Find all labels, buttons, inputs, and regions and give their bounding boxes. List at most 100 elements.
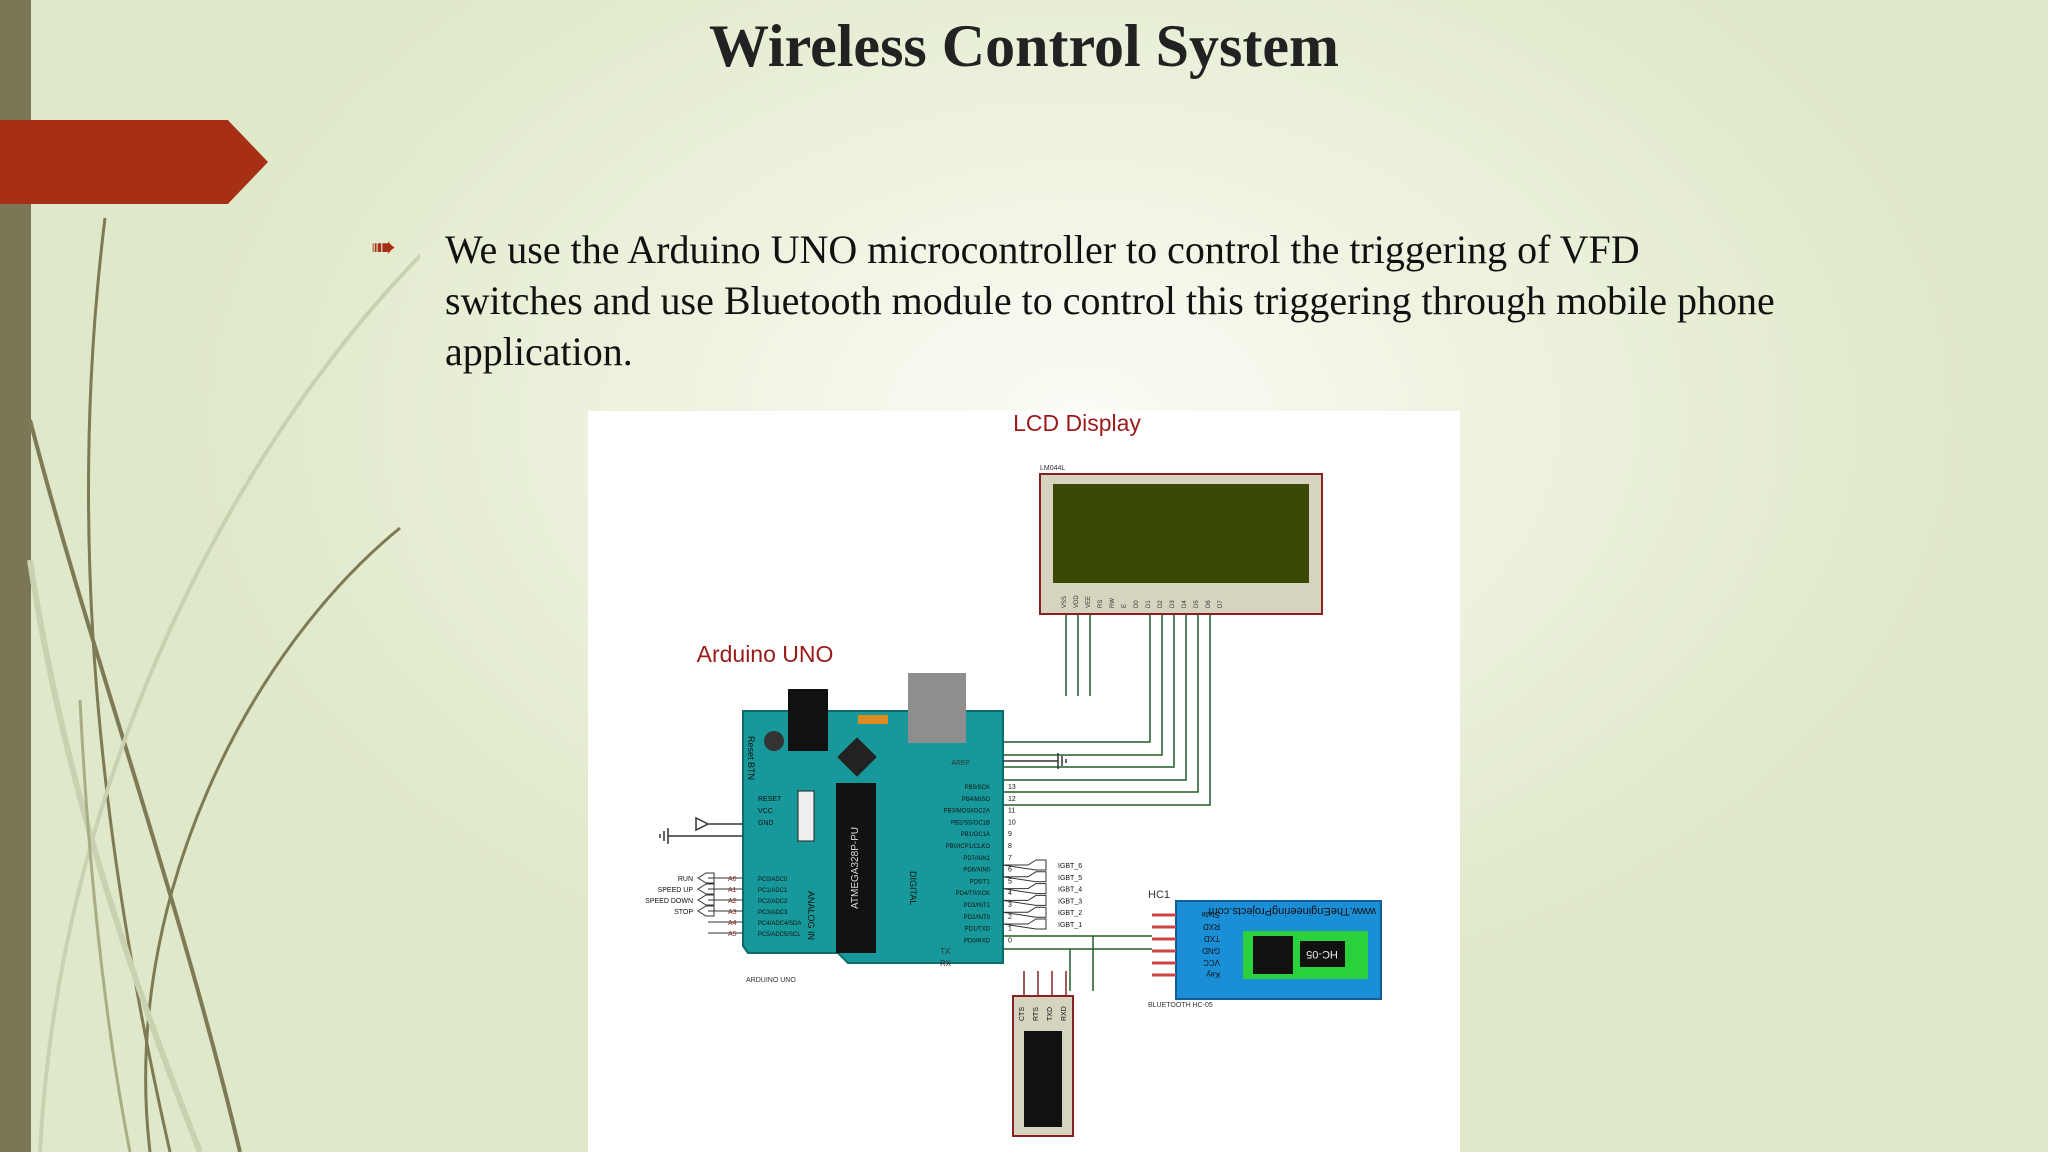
- igbt-output-label: IGBT_6: [1058, 863, 1082, 870]
- power-pin-vcc: VCC: [758, 808, 773, 815]
- digital-port-label: PD1/TXD: [965, 927, 991, 933]
- output-terminal-icon: [1002, 859, 1047, 871]
- input-terminal-icon: [697, 872, 715, 884]
- bt-pin-txd: TXD: [1204, 934, 1220, 943]
- lcd-data-wire: [1003, 614, 1175, 768]
- analog-input-label: STOP: [674, 909, 693, 916]
- analog-input-label: RUN: [678, 876, 693, 883]
- arduino-part-label: ARDUINO UNO: [746, 977, 796, 984]
- igbt-output-label: IGBT_2: [1058, 910, 1082, 917]
- digital-port-label: PB1/OC1A: [961, 832, 990, 838]
- output-terminal-icon: [1002, 871, 1047, 883]
- digital-pin-9: 9: [1008, 831, 1012, 838]
- lcd-pin-d4: D4: [1182, 600, 1188, 608]
- digital-pin-4: 4: [1008, 890, 1012, 897]
- digital-pin-12: 12: [1008, 796, 1016, 803]
- output-terminal-icon: [1002, 906, 1047, 918]
- analog-pin-a2: A2: [728, 898, 737, 905]
- digital-pin-8: 8: [1008, 843, 1012, 850]
- digital-pin-3: 3: [1008, 902, 1012, 909]
- lcd-data-wire: [1003, 614, 1199, 793]
- digital-pin-2: 2: [1008, 914, 1012, 921]
- output-terminal-icon: [1002, 918, 1047, 930]
- digital-pin-11: 11: [1008, 808, 1015, 815]
- lcd-pin-d0: D0: [1134, 600, 1140, 608]
- igbt-output-label: IGBT_4: [1058, 887, 1082, 894]
- digital-pin-10: 10: [1008, 819, 1016, 826]
- analog-pin-a1: A1: [728, 887, 737, 894]
- analog-pin-a4: A4: [728, 920, 737, 927]
- bt-chip: [1253, 936, 1293, 974]
- digital-pin-labels: 13PB5/SCK12PB4/MISO11PB3/MOSI/OC2A10PB2/…: [944, 784, 1016, 944]
- bt-ref-label: HC1: [1148, 889, 1170, 901]
- reset-button-icon: [764, 731, 784, 751]
- slide-title: Wireless Control System: [709, 13, 1339, 79]
- reset-label: Reset BTN: [746, 736, 756, 780]
- digital-port-label: PD3/INT1: [964, 903, 991, 909]
- igbt-output-label: IGBT_3: [1058, 898, 1082, 905]
- analog-pin-a3: A3: [728, 909, 737, 916]
- analog-input-label: SPEED DOWN: [645, 898, 693, 905]
- lcd-screen: [1053, 484, 1309, 583]
- rx-label: RX: [940, 959, 952, 968]
- igbt-output-label: IGBT_1: [1058, 922, 1082, 929]
- bullet-text: We use the Arduino UNO microcontroller t…: [445, 227, 1775, 374]
- diode-component: [797, 790, 815, 842]
- lcd-data-wire: [1003, 614, 1163, 756]
- digital-port-label: PD7/AIN1: [963, 856, 990, 862]
- digital-port-label: PB0/ICP1/CLKO: [946, 844, 991, 850]
- bt-pin-vcc: VCC: [1203, 958, 1220, 967]
- power-jack: [788, 689, 828, 751]
- lcd-pin-d5: D5: [1194, 600, 1200, 608]
- small-module-pin-rts: RTS: [1033, 1007, 1040, 1021]
- arduino-title: Arduino UNO: [697, 641, 834, 667]
- lcd-pin-d6: D6: [1206, 600, 1212, 608]
- analog-port-label: PC4/ADC4/SDA: [758, 921, 801, 927]
- analog-port-label: PC1/ADC1: [758, 888, 788, 894]
- aref-ground-symbol: [1003, 753, 1067, 769]
- analog-pin-a0: A0: [728, 876, 737, 883]
- ground-symbol: [659, 828, 743, 844]
- digital-port-label: PD4/T0/XCK: [956, 891, 990, 897]
- bt-part-label: BLUETOOTH HC-05: [1148, 1002, 1213, 1009]
- igbt-output-label: IGBT_5: [1058, 875, 1082, 882]
- aref-label: AREF: [951, 760, 970, 767]
- output-terminal-icon: [1002, 883, 1047, 895]
- digital-port-label: PB3/MOSI/OC2A: [944, 809, 990, 815]
- input-terminal-icon: [697, 883, 715, 895]
- analog-port-label: PC5/ADC5/SCL: [758, 932, 801, 938]
- digital-pin-1: 1: [1008, 926, 1012, 933]
- input-terminal-icon: [697, 905, 715, 917]
- digital-port-label: PD0/RXD: [964, 938, 991, 944]
- lcd-data-wire: [1003, 614, 1187, 781]
- red-arrow-shape: [0, 120, 268, 204]
- vcc-symbol: [695, 816, 743, 832]
- led-indicator: [858, 715, 888, 724]
- analog-port-label: PC0/ADC0: [758, 877, 788, 883]
- lcd-data-wire: [1003, 614, 1151, 743]
- lcd-pin-d7: D7: [1218, 600, 1224, 608]
- chip-label: ATMEGA328P-PU: [850, 827, 861, 909]
- small-module-pin-rxd: RXD: [1061, 1006, 1068, 1021]
- power-pin-reset: RESET: [758, 796, 782, 803]
- bt-pin-key: Key: [1206, 970, 1220, 979]
- lcd-data-wire: [1003, 614, 1211, 806]
- small-module-pin-cts: CTS: [1019, 1007, 1026, 1021]
- analog-input-label: SPEED UP: [658, 887, 694, 894]
- digital-port-label: PD5/T1: [970, 879, 991, 885]
- small-module-pin-labels: CTS RTS TXD RXD: [1019, 971, 1068, 1021]
- digital-label: DIGITAL: [908, 871, 918, 905]
- analog-port-label: PC2/ADC2: [758, 899, 788, 905]
- crystal-chip: [837, 737, 877, 777]
- analog-port-label: PC3/ADC3: [758, 910, 788, 916]
- digital-port-label: PB4/MISO: [962, 797, 991, 803]
- small-module-pin-txd: TXD: [1047, 1007, 1054, 1021]
- bt-pin-state: State: [1201, 910, 1220, 919]
- small-module-screen: [1024, 1031, 1062, 1127]
